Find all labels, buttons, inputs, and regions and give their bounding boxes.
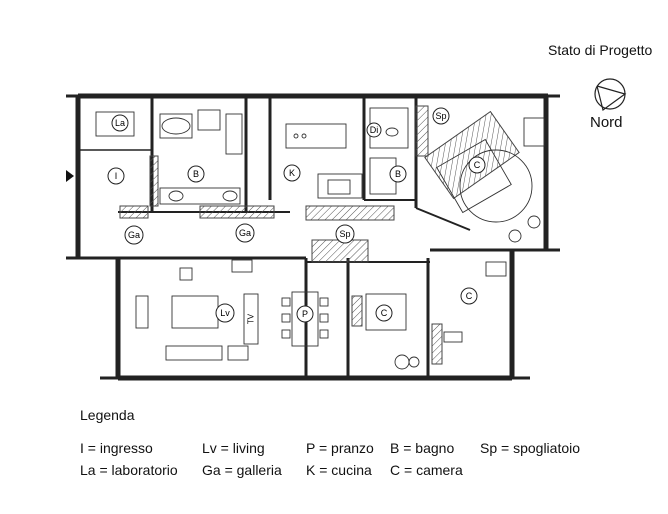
legend-item-pranzo: P = pranzo [306,440,374,456]
room-label-camera-right: C [466,291,473,301]
room-label-bagno-left: B [193,169,199,179]
legend-item-laboratorio: La = laboratorio [80,462,178,478]
entrance-arrow-icon [66,170,74,182]
north-arrow-icon [594,78,627,112]
legend-item-bagno: B = bagno [390,440,455,456]
furniture [95,107,545,370]
drawing-title: Stato di Progetto [548,42,653,58]
room-labels: La I B K Di B Sp C Ga Ga Sp Lv TV P C C [107,107,486,324]
legend-item-living: Lv = living [202,440,265,456]
legend-title: Legenda [80,407,135,423]
room-label-tv: TV [247,313,256,324]
room-label-bagno-right: B [395,169,401,179]
legend-item-camera: C = camera [390,462,463,478]
legend-item-ingresso: I = ingresso [80,440,153,456]
room-label-cucina: K [289,168,295,178]
room-label-pranzo: P [302,309,308,319]
legend-item-spogliatoio: Sp = spogliatoio [480,440,581,456]
room-label-galleria-left: Ga [128,230,140,240]
room-label-sp-top: Sp [435,111,446,121]
north-label: Nord [590,114,623,131]
room-label-la: La [115,118,125,128]
room-label-camera-middle: C [381,308,388,318]
room-label-sp-center: Sp [339,229,350,239]
room-label-camera-top: C [474,160,481,170]
legend-item-cucina: K = cucina [306,462,372,478]
exterior-walls [66,93,560,381]
legend-item-galleria: Ga = galleria [202,462,282,478]
room-label-di: Di [370,125,379,135]
room-label-living: Lv [220,308,230,318]
hatched-zones [119,105,520,365]
room-label-ingresso: I [115,171,118,181]
room-label-galleria-right: Ga [239,228,251,238]
